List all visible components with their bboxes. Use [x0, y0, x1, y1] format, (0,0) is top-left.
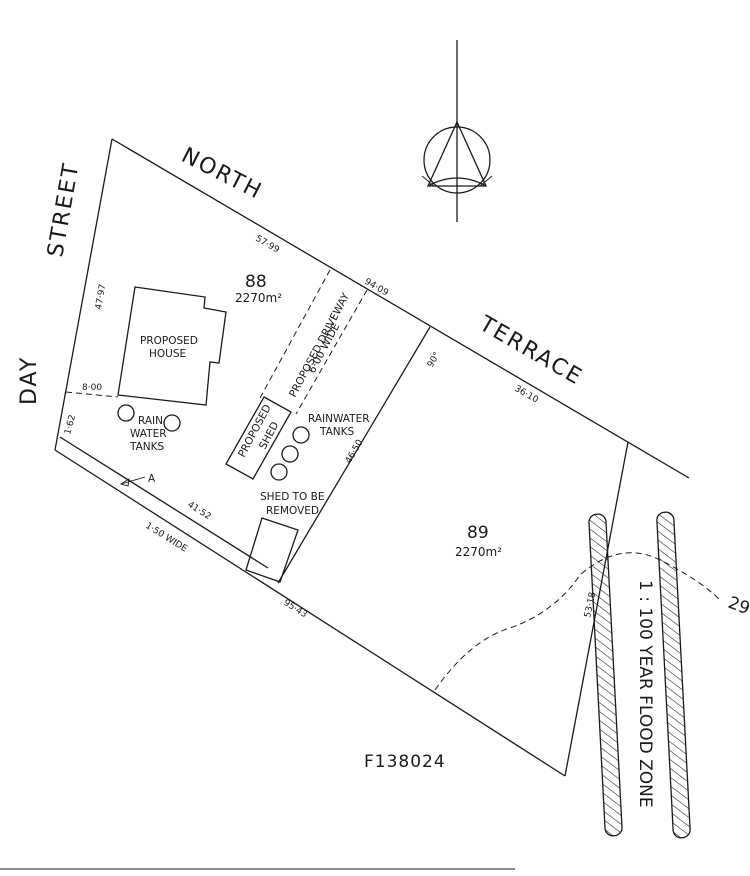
dim-lot-division: 46·50	[344, 438, 366, 466]
lot-89-number: 89	[467, 523, 489, 543]
house-label-1: PROPOSED	[140, 335, 198, 347]
north-arrow-icon	[421, 40, 493, 222]
dim-south-boundary: 95·43	[281, 598, 308, 620]
flood-zone-bar-left	[588, 513, 623, 837]
dim-north-boundary: 57·99	[254, 234, 282, 256]
rainwater-tanks	[270, 426, 310, 481]
rainwater-tanks-label-2: TANKS	[319, 426, 355, 438]
house-label-2: HOUSE	[149, 348, 186, 360]
street-label-north: NORTH	[177, 143, 266, 205]
dim-terrace-a: 94·09	[363, 277, 391, 299]
lot-88-area: 2270m²	[235, 291, 282, 305]
flood-zone-bar-right	[656, 511, 691, 839]
dim-day-street: 47·97	[94, 283, 108, 310]
dim-easement-width: 1·50 WIDE	[143, 521, 188, 555]
section-marker-label: A	[148, 473, 156, 485]
flood-zone-label: 1 : 100 YEAR FLOOD ZONE	[635, 580, 655, 808]
rain-tanks-label-3: TANKS	[129, 441, 165, 453]
proposed-house	[117, 286, 227, 406]
lot-89-area: 2270m²	[455, 545, 502, 559]
dim-corner-offset: 1·62	[63, 414, 78, 436]
plan-reference: F138024	[364, 752, 446, 772]
lot-boundaries	[54, 138, 690, 777]
street-label-terrace: TERRACE	[474, 311, 587, 391]
dim-house-setback: 8·00	[82, 383, 102, 393]
rain-tanks-label-2: WATER	[130, 428, 167, 440]
street-label-street: STREET	[43, 160, 84, 259]
shed-to-be-removed	[245, 517, 299, 583]
shed-removed-label-1: SHED TO BE	[260, 491, 324, 503]
street-label-day: DAY	[17, 356, 42, 405]
dim-corner-angle: 90°	[426, 351, 443, 370]
proposed-driveway	[259, 269, 368, 415]
proposed-shed	[225, 396, 292, 480]
shed-removed-label-2: REMOVED	[266, 505, 319, 517]
rainwater-tanks-label-1: RAINWATER	[308, 413, 370, 425]
flood-contour-line	[434, 552, 721, 691]
rain-tanks-label-1: RAIN	[138, 415, 163, 427]
lot-88-number: 88	[245, 272, 267, 292]
rain-water-tanks	[117, 404, 181, 432]
section-marker-a: A	[119, 473, 156, 487]
dim-terrace-b: 36·10	[513, 384, 541, 406]
contour-label: 29	[725, 593, 750, 619]
